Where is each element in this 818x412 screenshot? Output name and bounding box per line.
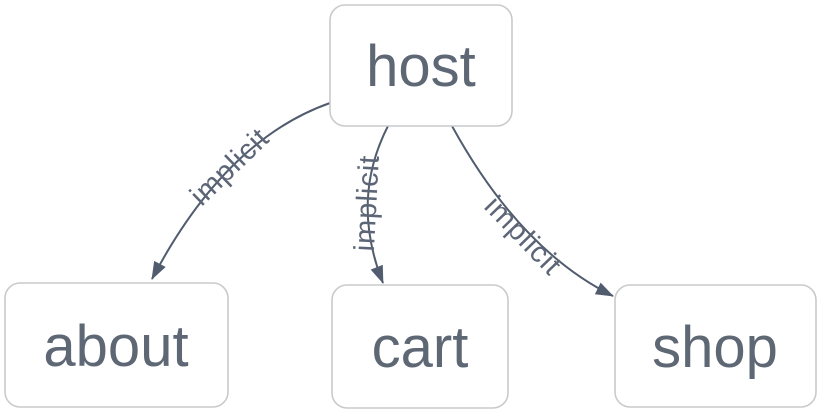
node-host[interactable]: host <box>329 4 513 127</box>
node-about-box[interactable] <box>4 282 229 408</box>
node-cart-label: cart <box>372 315 469 380</box>
node-shop[interactable]: shop <box>614 284 817 408</box>
edge-label-host-cart: implicit <box>349 154 386 252</box>
node-shop-box[interactable] <box>614 284 817 408</box>
node-about[interactable]: about <box>4 282 229 408</box>
node-about-label: about <box>43 314 188 379</box>
node-cart[interactable]: cart <box>331 284 509 409</box>
node-shop-label: shop <box>652 315 778 380</box>
edge-label-group: implicit implicit implicit <box>184 122 568 282</box>
edge-host-cart <box>366 125 389 284</box>
node-cart-box[interactable] <box>331 284 509 409</box>
node-host-box[interactable] <box>329 4 513 127</box>
edge-host-about <box>151 102 331 280</box>
edge-host-shop <box>451 125 614 297</box>
edge-label-host-about: implicit <box>184 122 276 212</box>
edge-group <box>151 102 614 297</box>
node-host-label: host <box>366 34 476 99</box>
edge-label-host-shop: implicit <box>478 190 568 282</box>
